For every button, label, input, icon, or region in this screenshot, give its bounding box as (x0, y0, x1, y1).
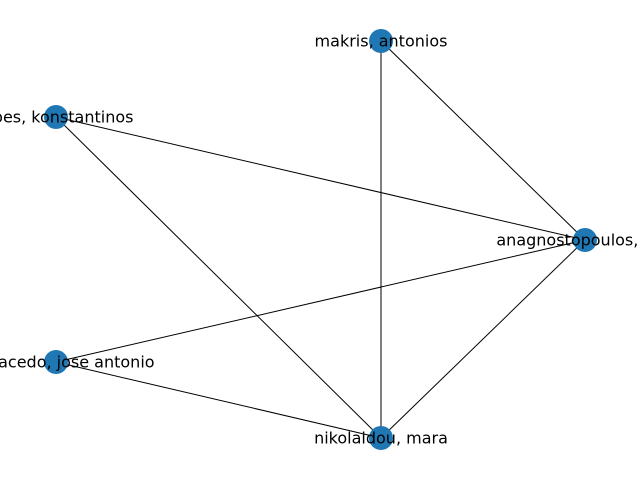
node-macedo (44, 350, 68, 374)
edge-anagnostopoulos-nikolaidou (380, 239, 586, 439)
node-label-lopes: lopes, konstantinos (0, 108, 133, 127)
edge-macedo-nikolaidou (55, 361, 382, 439)
node-lopes (44, 105, 68, 129)
edge-lopes-anagnostopoulos (55, 116, 586, 241)
edge-lopes-nikolaidou (55, 116, 382, 439)
node-anagnostopoulos (573, 228, 597, 252)
labels-layer: makris, antonios lopes, konstantinos anagn… (0, 32, 640, 448)
edge-anagnostopoulos-macedo (55, 239, 586, 363)
node-label-nikolaidou: nikolaidou, mara (314, 429, 448, 448)
node-label-macedo: de macedo, jose antonio (0, 353, 155, 372)
edges-layer (55, 40, 586, 439)
node-makris (369, 29, 393, 53)
nodes-layer (44, 29, 597, 450)
edge-makris-anagnostopoulos (380, 40, 586, 241)
node-nikolaidou (369, 426, 393, 450)
node-label-makris: makris, antonios (315, 32, 448, 51)
node-label-anagnostopoulos: anagnostopoulos, dim (496, 231, 640, 250)
